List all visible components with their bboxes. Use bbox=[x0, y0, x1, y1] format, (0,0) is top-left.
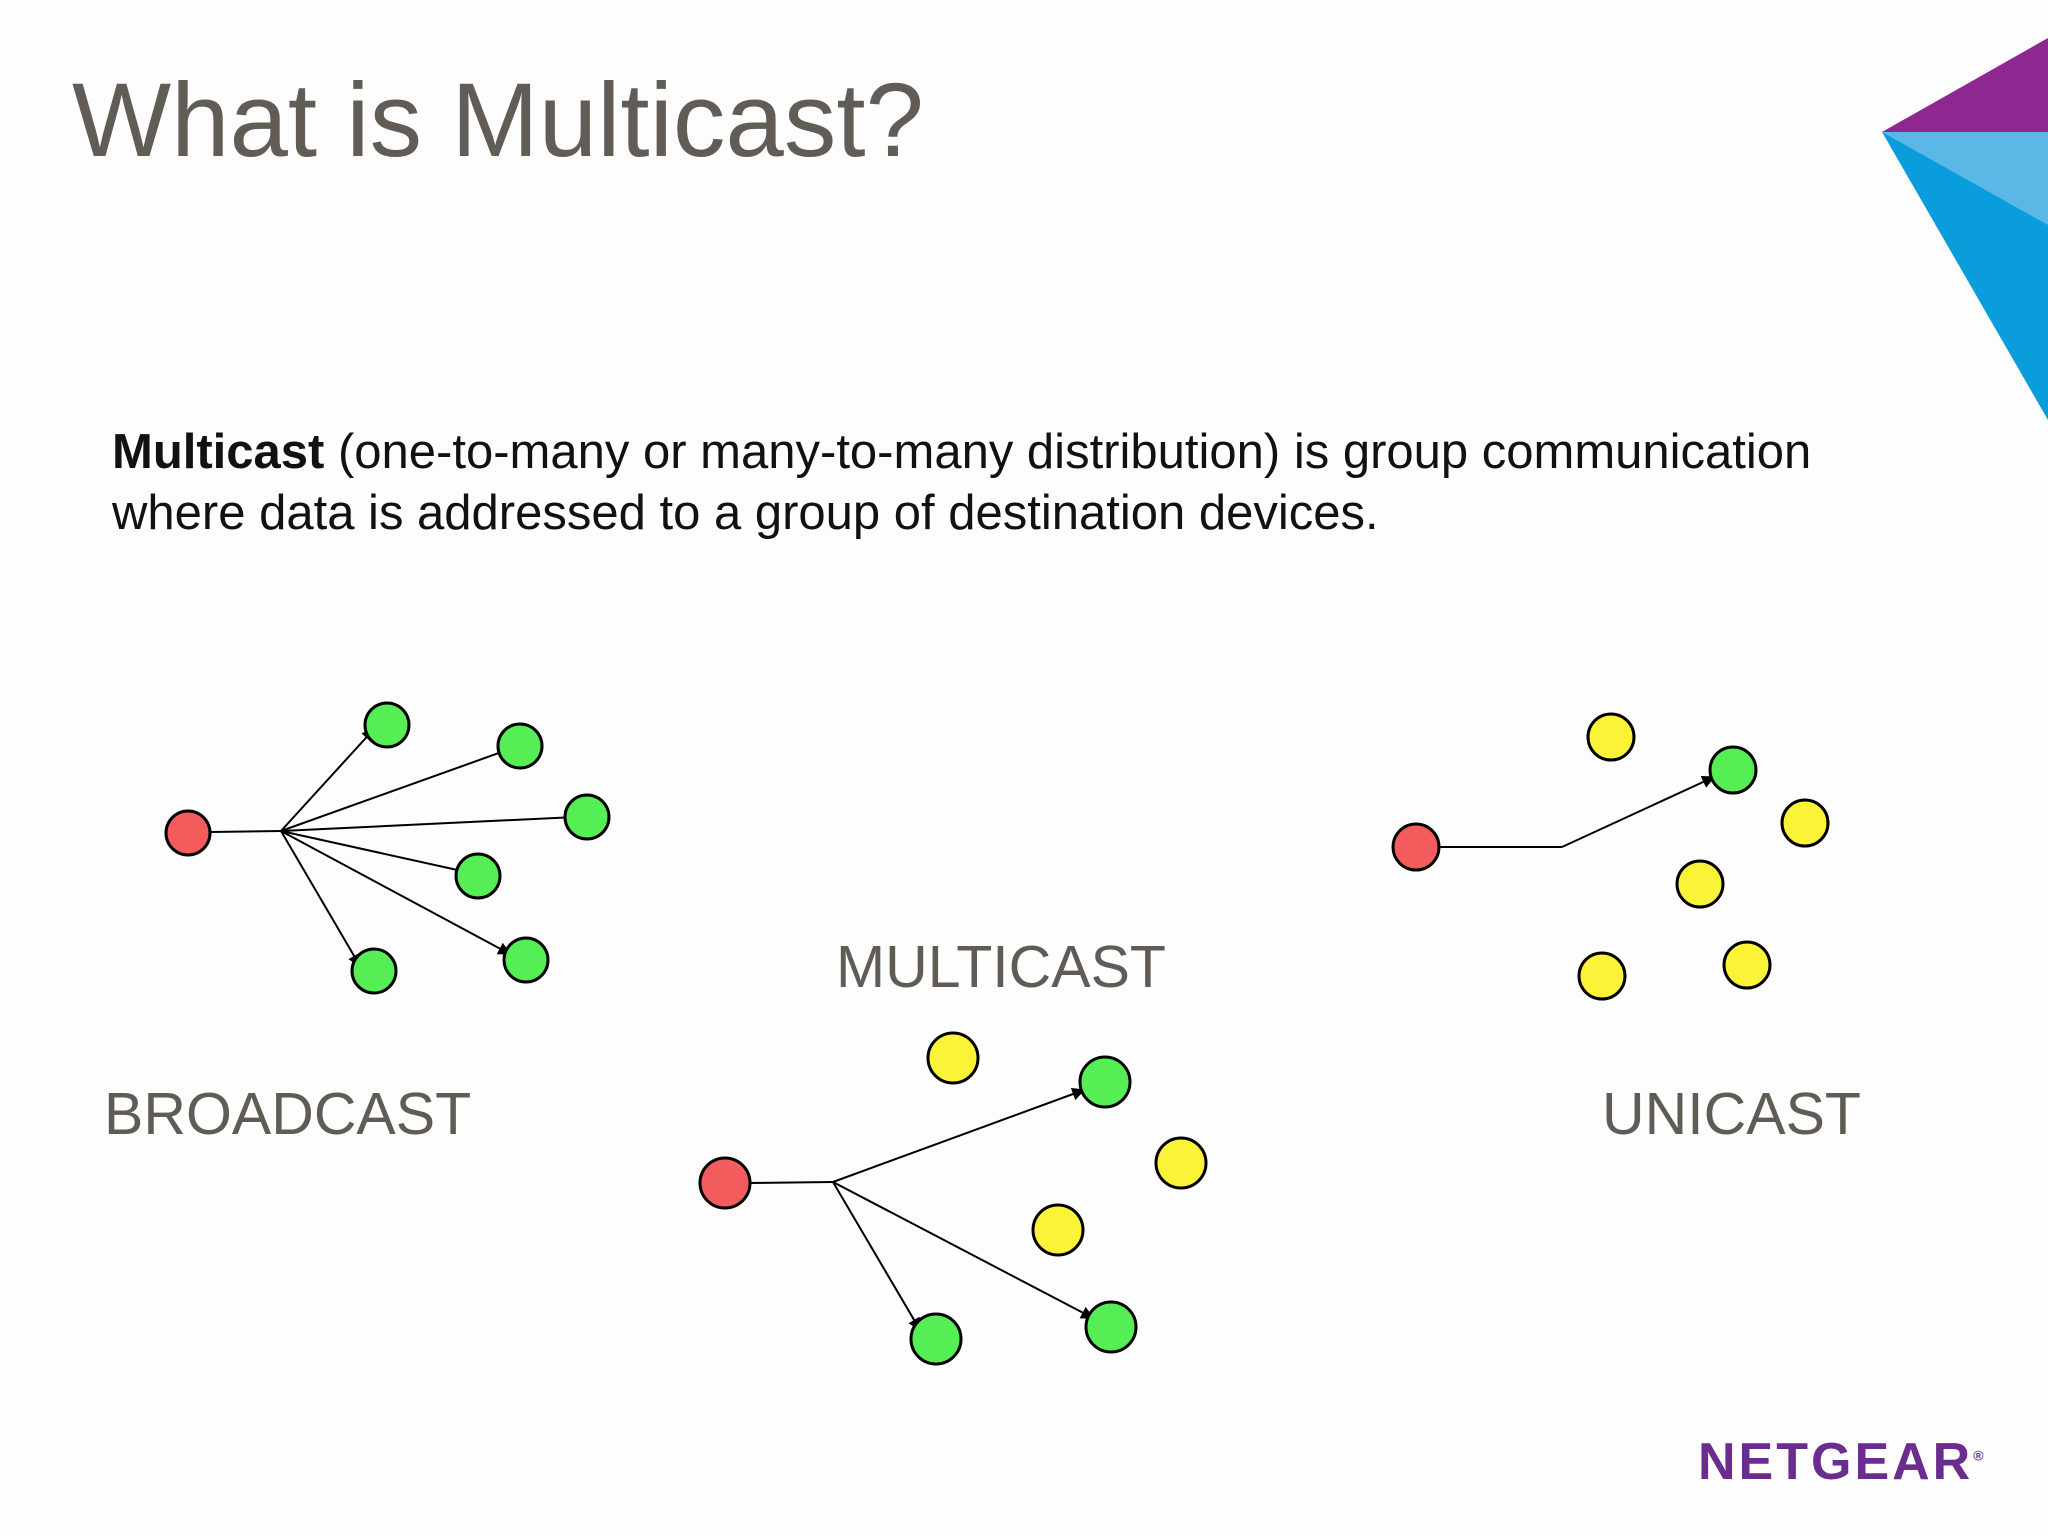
corner-blue-facet bbox=[1882, 132, 2048, 420]
multicast-diagram bbox=[698, 1031, 1208, 1366]
netgear-logo: NETGEAR® bbox=[1698, 1436, 1984, 1488]
definition-text: Multicast (one-to-many or many-to-many d… bbox=[112, 422, 1932, 544]
broadcast-receiver-node bbox=[496, 722, 544, 770]
broadcast-arrow bbox=[280, 811, 578, 832]
broadcast-arrow bbox=[280, 830, 512, 955]
unicast-diagram bbox=[1391, 712, 1830, 1001]
slide-title: What is Multicast? bbox=[72, 62, 924, 179]
multicast-receiver-node bbox=[909, 1312, 963, 1366]
multicast-receiver-node bbox=[1084, 1300, 1138, 1354]
corner-purple-facet bbox=[1882, 38, 2048, 132]
registered-mark: ® bbox=[1973, 1447, 1984, 1464]
multicast-idle-node bbox=[1154, 1136, 1208, 1190]
definition-body: (one-to-many or many-to-many distributio… bbox=[112, 425, 1812, 540]
broadcast-arrow bbox=[280, 728, 375, 832]
broadcast-arrow bbox=[280, 830, 361, 968]
unicast-source-node bbox=[1391, 822, 1441, 872]
corner-light-blue-facet bbox=[1882, 132, 2048, 225]
multicast-receiver-node bbox=[1078, 1055, 1132, 1109]
unicast-receiver-node bbox=[1708, 745, 1758, 795]
multicast-trunk-line bbox=[746, 1181, 834, 1184]
unicast-idle-node bbox=[1780, 798, 1830, 848]
broadcast-receiver-node bbox=[363, 701, 411, 749]
multicast-arrow bbox=[832, 1181, 921, 1332]
broadcast-trunk-line bbox=[209, 830, 282, 833]
unicast-idle-node bbox=[1675, 859, 1725, 909]
logo-text: NETGEAR bbox=[1698, 1433, 1974, 1491]
broadcast-receiver-node bbox=[454, 852, 502, 900]
broadcast-receiver-node bbox=[563, 793, 611, 841]
multicast-idle-node bbox=[1031, 1203, 1085, 1257]
definition-term: Multicast bbox=[112, 425, 325, 479]
unicast-idle-node bbox=[1586, 712, 1636, 762]
broadcast-source-node bbox=[164, 809, 212, 857]
multicast-arrow bbox=[832, 1181, 1095, 1319]
broadcast-arrow bbox=[280, 746, 512, 832]
unicast-idle-node bbox=[1722, 940, 1772, 990]
broadcast-arrow bbox=[280, 830, 473, 877]
multicast-label: MULTICAST bbox=[836, 934, 1166, 1000]
multicast-source-node bbox=[698, 1156, 752, 1210]
unicast-label: UNICAST bbox=[1602, 1081, 1861, 1147]
multicast-idle-node bbox=[926, 1031, 980, 1085]
broadcast-diagram bbox=[164, 701, 611, 995]
multicast-arrow bbox=[832, 1087, 1086, 1183]
unicast-idle-node bbox=[1577, 951, 1627, 1001]
unicast-arrow bbox=[1561, 775, 1716, 848]
broadcast-label: BROADCAST bbox=[104, 1081, 472, 1147]
broadcast-receiver-node bbox=[502, 936, 550, 984]
broadcast-receiver-node bbox=[350, 947, 398, 995]
